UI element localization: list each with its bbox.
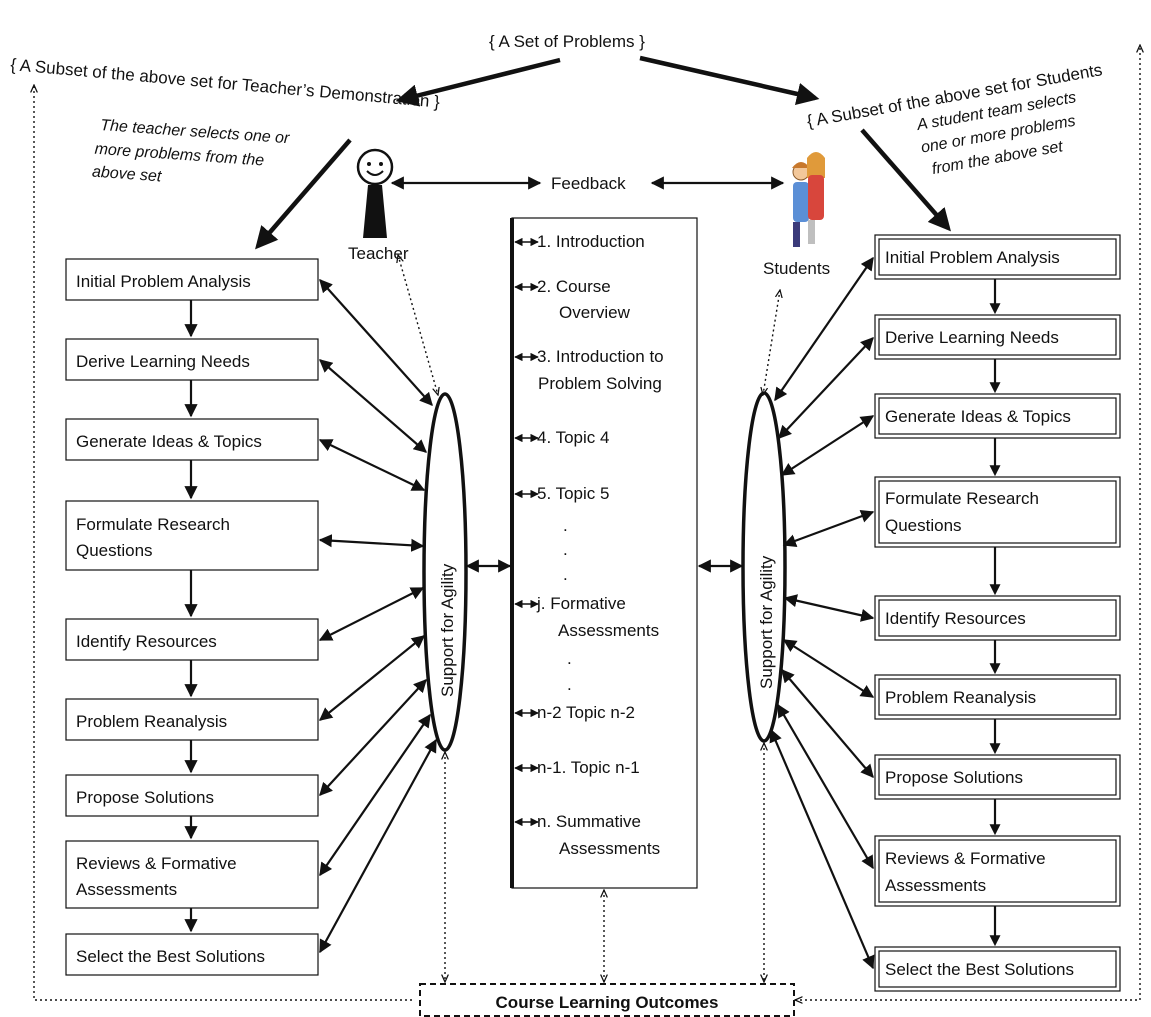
svg-text:Select the Best Solutions: Select the Best Solutions [76,947,265,966]
svg-text:Formulate Research: Formulate Research [885,489,1039,508]
svg-text:Derive Learning Needs: Derive Learning Needs [76,352,250,371]
teacher-icon [356,148,394,238]
svg-text:Identify Resources: Identify Resources [76,632,217,651]
svg-text:Assessments: Assessments [559,839,660,858]
left-step-6 [65,698,319,741]
course-topics-box [511,217,698,889]
feedback-label: Feedback [551,174,626,193]
teacher-outcome-loop [34,85,412,1001]
svg-text:Reviews & Formative: Reviews & Formative [885,849,1046,868]
svg-text:n-1. Topic n-1: n-1. Topic n-1 [537,758,640,777]
left-step-5 [65,618,319,661]
svg-text:Derive Learning Needs: Derive Learning Needs [885,328,1059,347]
left-step-8 [65,840,319,909]
student-steps: Initial Problem Analysis Derive Learning… [874,234,1121,992]
course-learning-outcomes-box [419,983,795,1017]
svg-text:2. Course: 2. Course [537,277,611,296]
svg-text:3. Introduction to: 3. Introduction to [537,347,664,366]
svg-text:.: . [567,649,572,668]
svg-text:Questions: Questions [885,516,962,535]
svg-text:Initial Problem Analysis: Initial Problem Analysis [76,272,251,291]
teacher-agility-connectors [318,279,437,954]
left-step-3 [65,418,319,461]
svg-text:Problem Solving: Problem Solving [538,374,662,393]
svg-text:5. Topic 5: 5. Topic 5 [537,484,609,503]
left-step-2 [65,338,319,381]
svg-text:1. Introduction: 1. Introduction [537,232,645,251]
svg-text:Initial Problem Analysis: Initial Problem Analysis [885,248,1060,267]
arrow-to-student-subset [639,55,820,105]
svg-text:.: . [563,565,568,584]
svg-text:Overview: Overview [559,303,631,322]
student-agility-connectors [769,256,875,970]
svg-text:above set: above set [91,164,162,186]
arrow-to-teacher-steps [255,138,352,250]
left-step-4 [65,500,319,571]
svg-text:Select the Best Solutions: Select the Best Solutions [885,960,1074,979]
svg-text:n. Summative: n. Summative [537,812,641,831]
svg-text:Formulate Research: Formulate Research [76,515,230,534]
svg-text:.: . [567,675,572,694]
arrow-to-teacher-subset [395,57,561,107]
left-step-1 [65,258,319,301]
svg-text:Generate Ideas & Topics: Generate Ideas & Topics [76,432,262,451]
svg-text:Reviews & Formative: Reviews & Formative [76,854,237,873]
course-topics: 1. Introduction 2. Course Overview 3. In… [514,232,664,858]
teacher-ellipse-link [398,255,438,395]
teacher-agility-label: Support for Agility [438,563,457,697]
students-label: Students [763,259,830,278]
students-ellipse-link [763,290,780,395]
svg-text:Problem Reanalysis: Problem Reanalysis [76,712,227,731]
student-agility-label: Support for Agility [757,555,776,689]
svg-text:Assessments: Assessments [558,621,659,640]
teacher-subset-label: { A Subset of the above set for Teacher’… [10,55,441,112]
svg-text:Assessments: Assessments [885,876,986,895]
svg-text:Identify Resources: Identify Resources [885,609,1026,628]
teacher-note: The teacher selects one or more problems… [91,117,290,186]
set-of-problems-label: { A Set of Problems } [489,32,645,51]
svg-text:n-2 Topic n-2: n-2 Topic n-2 [537,703,635,722]
svg-text:Problem Reanalysis: Problem Reanalysis [885,688,1036,707]
svg-text:j. Formative: j. Formative [536,594,626,613]
left-step-9 [65,933,319,976]
svg-text:Propose Solutions: Propose Solutions [76,788,214,807]
svg-text:.: . [563,516,568,535]
students-icon [792,152,825,247]
svg-text:Propose Solutions: Propose Solutions [885,768,1023,787]
svg-text:.: . [563,540,568,559]
svg-text:4. Topic 4: 4. Topic 4 [537,428,609,447]
svg-text:Generate Ideas & Topics: Generate Ideas & Topics [885,407,1071,426]
teacher-steps: Initial Problem Analysis Derive Learning… [65,258,319,976]
svg-text:Questions: Questions [76,541,153,560]
student-outcome-loop [795,45,1140,1000]
svg-text:Assessments: Assessments [76,880,177,899]
course-learning-outcomes-label: Course Learning Outcomes [496,993,719,1012]
teacher-label: Teacher [348,244,409,263]
